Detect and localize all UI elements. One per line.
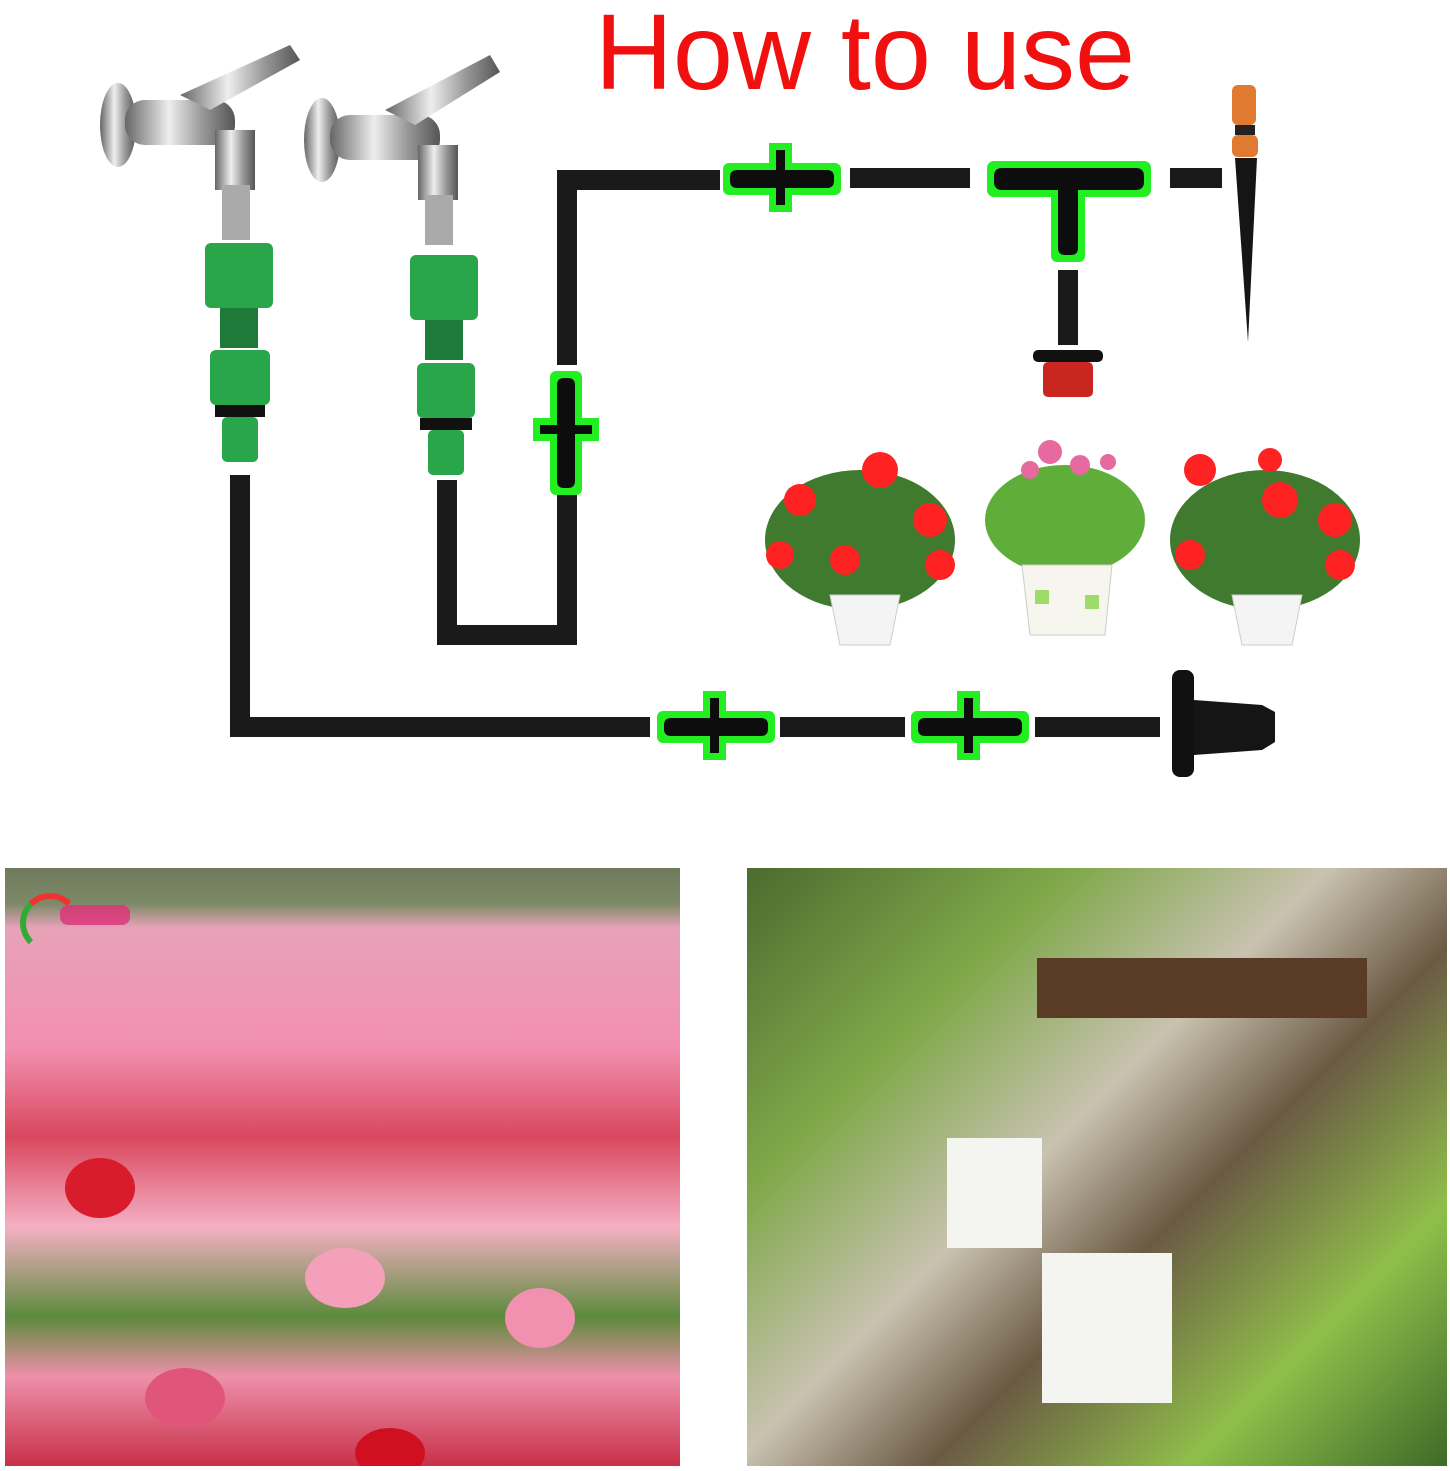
photo-flower-field xyxy=(5,868,680,1466)
photo-potted-plants xyxy=(747,868,1447,1466)
faucet-icon xyxy=(304,55,500,245)
pipe-loop xyxy=(437,480,577,645)
page-title: How to use xyxy=(594,0,1136,112)
watermark-logo xyxy=(20,893,140,953)
pipe-lines xyxy=(230,168,1222,737)
pipe-upper xyxy=(557,170,720,365)
hose-connector-icon xyxy=(205,243,273,462)
white-pot xyxy=(1042,1253,1172,1403)
red-dripper-icon xyxy=(1033,350,1103,397)
tee-connector-icon xyxy=(994,168,1144,255)
straight-connector-icon xyxy=(540,378,592,488)
sprinkler-stake-icon xyxy=(1232,85,1258,342)
straight-connector-icon xyxy=(730,150,834,205)
hose-connector-icon xyxy=(410,255,478,475)
pipe-main-lower xyxy=(230,475,650,737)
irrigation-diagram xyxy=(100,45,1360,777)
faucet-icon xyxy=(100,45,300,240)
straight-connector-icon xyxy=(664,698,768,753)
potted-plant-icon xyxy=(765,452,955,646)
table xyxy=(1037,958,1367,1018)
potted-plant-icon xyxy=(1170,448,1360,646)
end-plug-icon xyxy=(1172,670,1275,777)
white-pot xyxy=(947,1138,1042,1248)
straight-connector-icon xyxy=(918,698,1022,753)
potted-plant-icon xyxy=(985,440,1145,636)
